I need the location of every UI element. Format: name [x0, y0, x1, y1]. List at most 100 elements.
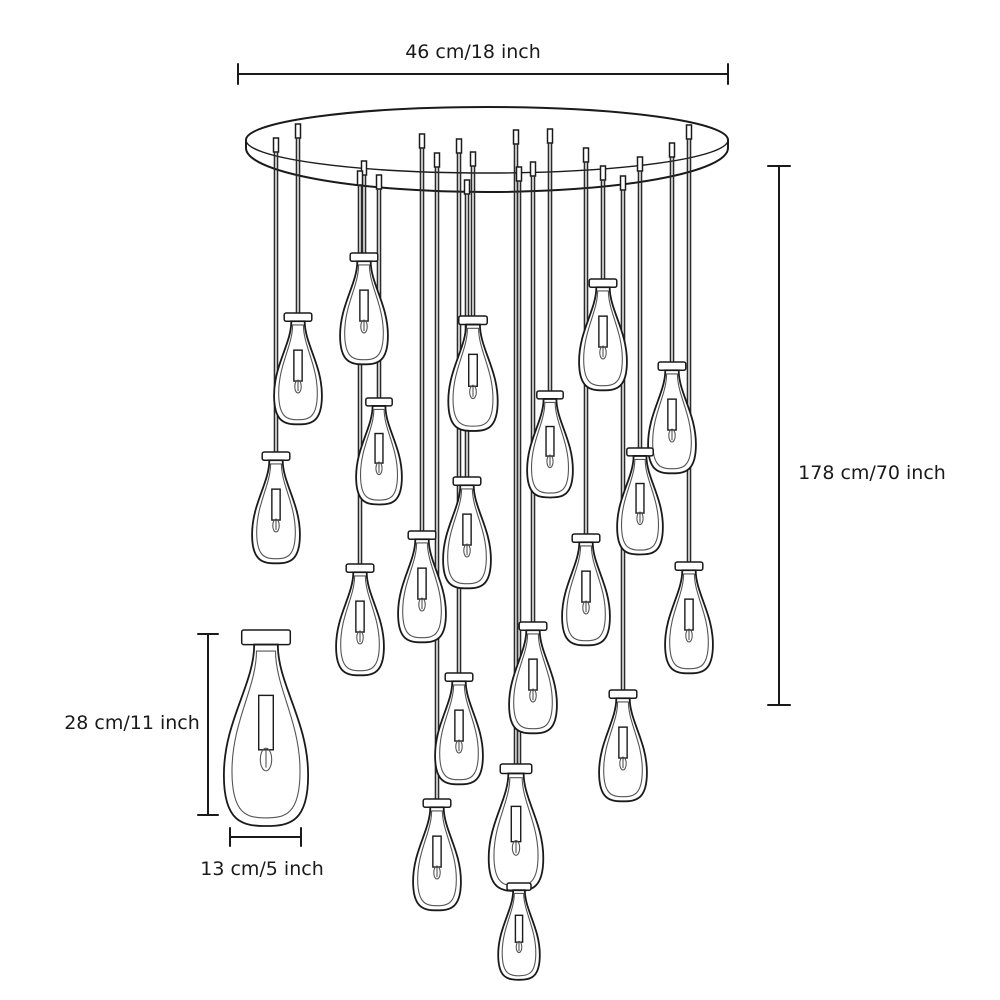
bulb-socket [374, 432, 384, 464]
bulb-socket [684, 598, 694, 631]
bulb [685, 628, 693, 643]
pendant-cap [536, 390, 564, 400]
cord-connector [546, 128, 554, 144]
pendant-cap [506, 882, 532, 891]
pendant-light [447, 315, 499, 432]
glass-inner-line [231, 650, 301, 819]
pendant-light [598, 689, 648, 803]
pendant-width-label: 13 cm/5 inch [200, 858, 324, 880]
bulb-socket [528, 658, 538, 691]
bulb-socket [618, 726, 628, 759]
pendant-cap [444, 672, 474, 683]
bulb-socket [359, 289, 369, 322]
cord-connector [433, 152, 441, 168]
bulb [356, 630, 364, 645]
pendant-light [273, 312, 323, 426]
bulb [469, 384, 477, 400]
bulb [515, 940, 523, 954]
pendant-cap [626, 447, 654, 457]
pendant-height-dimension: 28 cm/11 inch [64, 633, 219, 816]
bulb [582, 600, 590, 615]
glass-inner-line [566, 545, 606, 642]
cord-connector [294, 123, 302, 139]
pendant-light [355, 397, 403, 506]
bulb [599, 345, 607, 360]
pendant-light [497, 882, 541, 981]
bulb-socket [581, 570, 591, 603]
cord-connector [455, 138, 463, 154]
glass-inner-line [583, 290, 623, 387]
pendant-cap [452, 476, 482, 487]
glass-inner-line [447, 488, 487, 585]
glass-inner-line [256, 463, 296, 560]
bulb [619, 756, 627, 771]
pendant-light [616, 447, 664, 556]
pendant-cap [499, 763, 533, 775]
pendant-cap [345, 563, 375, 574]
cord-connector [272, 137, 280, 153]
height-label: 178 cm/70 inch [798, 462, 946, 484]
cord-connector [685, 124, 693, 140]
pendant-cap [261, 451, 291, 462]
pendant-cap [458, 315, 488, 326]
glass-inner-line [402, 542, 442, 639]
glass-inner-line [359, 408, 399, 501]
glass-inner-line [439, 684, 479, 781]
cord-connector [512, 129, 520, 145]
cord-connector [529, 161, 537, 177]
cord-connector [418, 133, 426, 149]
cord-connector [375, 174, 383, 190]
bulb [511, 840, 521, 856]
cord-connector [356, 170, 364, 186]
width-dimension: 46 cm/18 inch [237, 41, 729, 85]
bulb [455, 739, 463, 754]
height-dimension: 178 cm/70 inch [767, 165, 946, 706]
pendant-light [578, 278, 628, 392]
pendant-light [412, 798, 462, 912]
bulb [433, 865, 441, 880]
cord-connector [668, 142, 676, 158]
glass-inner-line [344, 264, 384, 361]
cord-connector [582, 147, 590, 163]
cord-connector [636, 156, 644, 172]
pendant-light-detail [222, 629, 310, 827]
pendant-cap [571, 533, 601, 544]
bulb [375, 461, 383, 476]
glass-inner-line [603, 701, 643, 798]
bulb-socket [514, 914, 524, 943]
bulb [546, 454, 554, 469]
pendant-cap [240, 629, 292, 646]
bulb-socket [258, 694, 274, 751]
pendant-cap [365, 397, 393, 407]
bulb [272, 518, 280, 533]
bulb [418, 597, 426, 612]
pendant-cap [283, 312, 313, 323]
pendant-detail-view [222, 629, 310, 827]
pendant-width-dimension: 13 cm/5 inch [200, 827, 324, 880]
bulb [360, 319, 368, 334]
bulb-socket [432, 835, 442, 868]
bulb [294, 379, 302, 394]
bulb-socket [454, 709, 464, 742]
glass-inner-line [417, 810, 457, 907]
cord-connector [360, 160, 368, 176]
ceiling-canopy [245, 106, 729, 193]
glass-inner-line [620, 458, 660, 551]
pendant-height-label: 28 cm/11 inch [64, 712, 200, 734]
pendant-cap [674, 561, 704, 572]
pendant-light [442, 476, 492, 590]
pendant-cap [657, 361, 687, 372]
glass-inner-line [652, 373, 692, 470]
bulb-socket [417, 567, 427, 600]
glass-inner-line [513, 633, 553, 730]
bulb-socket [462, 513, 472, 546]
pendant-light [526, 390, 574, 499]
pendant-lights [251, 252, 714, 981]
pendant-cap [407, 530, 437, 541]
width-label: 46 cm/18 inch [405, 41, 541, 63]
bulb-socket [510, 805, 522, 843]
glass-inner-line [530, 401, 570, 494]
cord-connector [599, 165, 607, 181]
cord-connector [469, 151, 477, 167]
bulb-socket [293, 349, 303, 382]
